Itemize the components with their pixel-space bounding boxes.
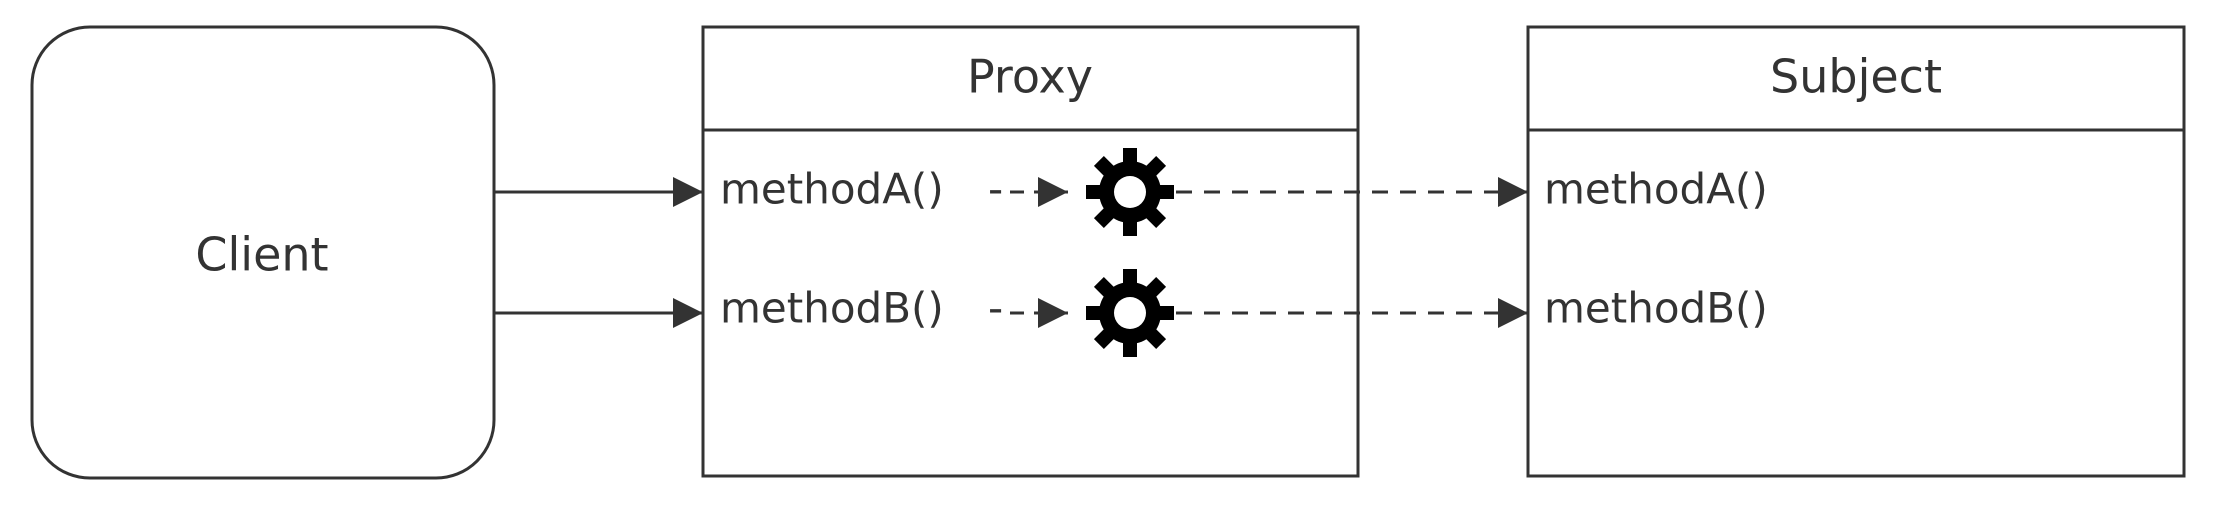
subject-method-b: methodB(): [1544, 284, 1768, 333]
client-label: Client: [195, 228, 328, 282]
subject-box: [1526, 25, 2186, 478]
subject-method-a: methodA(): [1544, 165, 1768, 214]
subject-node: Subject methodA() methodB(): [1526, 25, 2186, 478]
proxy-method-a: methodA(): [720, 165, 944, 214]
proxy-title: Proxy: [967, 50, 1093, 104]
proxy-node: Proxy methodA() - methodB() -: [701, 25, 1360, 478]
gear-icon: [1086, 148, 1174, 236]
client-box: [30, 25, 496, 480]
proxy-method-b: methodB(): [720, 284, 944, 333]
gear-icon: [1086, 269, 1174, 357]
proxy-box: [701, 25, 1360, 478]
client-node: Client: [30, 25, 496, 480]
proxy-method-b-suffix: -: [988, 284, 1003, 333]
subject-title: Subject: [1770, 50, 1942, 104]
proxy-method-a-suffix: -: [988, 165, 1003, 214]
